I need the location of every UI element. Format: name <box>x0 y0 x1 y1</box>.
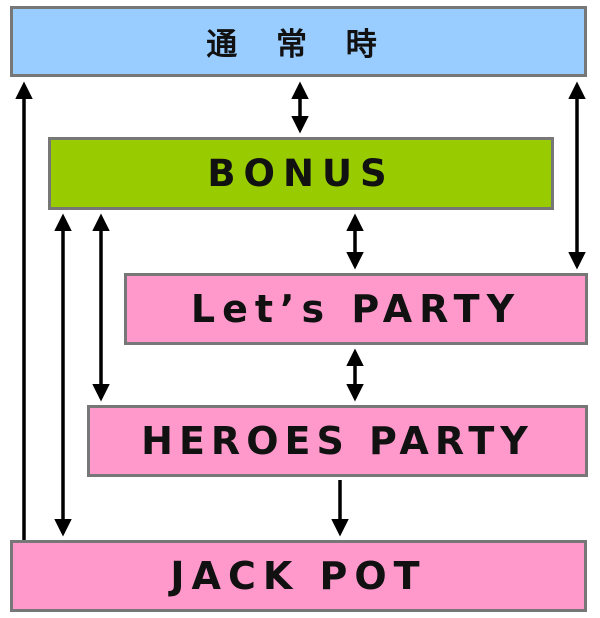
node-jackpot-label: JACK POT <box>170 554 427 598</box>
node-heroes-party-label: HEROES PARTY <box>141 419 534 463</box>
node-jackpot: JACK POT <box>10 540 587 612</box>
node-bonus-label: BONUS <box>207 152 395 195</box>
node-lets-party: Let’s PARTY <box>124 273 588 345</box>
node-lets-party-label: Let’s PARTY <box>190 287 522 331</box>
node-heroes-party: HEROES PARTY <box>87 405 588 477</box>
node-normal-label: 通 常 時 <box>206 27 391 63</box>
node-normal-state: 通 常 時 <box>10 6 587 77</box>
node-bonus: BONUS <box>48 137 554 210</box>
